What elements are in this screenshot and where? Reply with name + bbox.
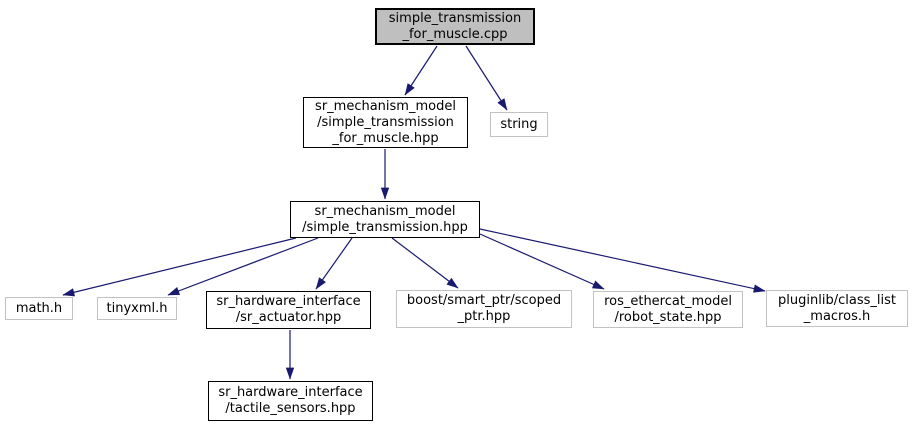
graph-node-math-h: math.h <box>5 297 73 320</box>
edge-cpp-to-hpp-muscle <box>404 45 438 96</box>
node-label: sr_mechanism_model /simple_transmission … <box>315 98 456 146</box>
graph-node-string: string <box>490 112 548 137</box>
node-label: sr_hardware_interface /sr_actuator.hpp <box>216 294 361 325</box>
graph-node-simple-transmission-hpp[interactable]: sr_mechanism_model /simple_transmission.… <box>290 201 480 238</box>
edge-st-hpp-to-actuator <box>315 237 353 290</box>
node-label: pluginlib/class_list _macros.h <box>778 292 896 324</box>
graph-node-class-list-macros-h: pluginlib/class_list _macros.h <box>766 290 908 327</box>
graph-node-boost-scoped-ptr-hpp: boost/smart_ptr/scoped _ptr.hpp <box>396 290 572 328</box>
node-label: tinyxml.h <box>106 300 168 316</box>
node-label: simple_transmission _for_muscle.cpp <box>388 10 522 42</box>
node-label: math.h <box>15 300 63 316</box>
graph-node-robot-state-hpp: ros_ethercat_model /robot_state.hpp <box>593 291 743 328</box>
graph-node-tactile-sensors-hpp[interactable]: sr_hardware_interface /tactile_sensors.h… <box>208 381 373 421</box>
edge-st-hpp-to-math <box>62 237 297 297</box>
edge-st-hpp-to-ros <box>479 233 605 290</box>
edge-st-hpp-to-boost <box>391 237 459 289</box>
node-label: boost/smart_ptr/scoped _ptr.hpp <box>406 293 562 324</box>
node-label: sr_hardware_interface /tactile_sensors.h… <box>218 385 363 416</box>
edge-st-hpp-to-tinyxml <box>167 237 319 296</box>
graph-node-simple-transmission-for-muscle-hpp[interactable]: sr_mechanism_model /simple_transmission … <box>303 97 468 148</box>
graph-node-tinyxml-h: tinyxml.h <box>97 297 177 320</box>
node-label: string <box>500 116 538 132</box>
graph-node-simple-transmission-for-muscle-cpp: simple_transmission _for_muscle.cpp <box>375 8 535 45</box>
edge-cpp-to-string <box>465 45 508 111</box>
node-label: sr_mechanism_model /simple_transmission.… <box>302 203 468 235</box>
graph-node-sr-actuator-hpp[interactable]: sr_hardware_interface /sr_actuator.hpp <box>206 291 371 329</box>
node-label: ros_ethercat_model /robot_state.hpp <box>604 293 732 325</box>
edge-st-hpp-to-pluginlib <box>479 228 766 293</box>
